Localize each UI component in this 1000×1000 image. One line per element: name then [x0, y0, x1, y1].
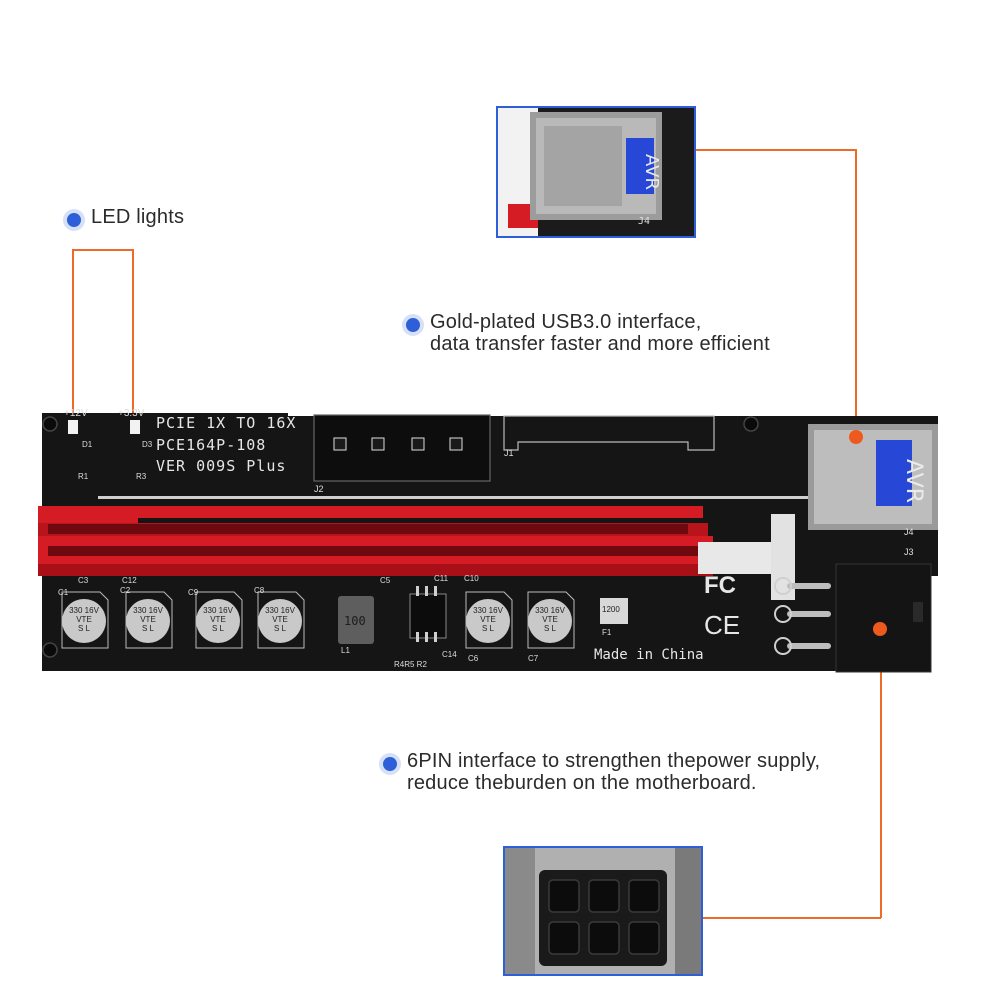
label-fc: FC: [704, 572, 736, 599]
svg-text:AVR: AVR: [641, 154, 662, 190]
label-d3: D3: [142, 440, 153, 449]
label-d1: D1: [82, 440, 93, 449]
label-j1: J1: [504, 448, 514, 458]
label-c14: C14: [442, 650, 457, 659]
board-title-line2: PCE164P-108: [156, 436, 267, 454]
label-cap: C1: [58, 588, 69, 597]
inset-j4-label: J4: [638, 216, 651, 227]
label-j4: J4: [904, 527, 914, 537]
label-12v: +12V: [64, 408, 88, 419]
callout-usb: Gold-plated USB3.0 interface, data trans…: [406, 311, 770, 355]
label-cap: C7: [528, 654, 539, 663]
bullet-icon: [383, 757, 397, 771]
label-ce: CE: [704, 610, 741, 640]
label-cap: C9: [188, 588, 199, 597]
bullet-icon: [406, 318, 420, 332]
label-33v: +3.3V: [118, 408, 145, 419]
usb-leader-horizontal: [694, 149, 856, 151]
label-l1: L1: [341, 646, 350, 655]
label-small-cap: C10: [464, 574, 479, 583]
label-cap: C8: [254, 586, 265, 595]
label-j2: J2: [314, 484, 324, 494]
label-cap: C6: [468, 654, 479, 663]
label-fuse: 1200: [602, 605, 620, 614]
label-r-group: R4R5 R2: [394, 660, 427, 669]
usb-target-dot: [849, 430, 863, 444]
sixpin-leader-horizontal: [700, 917, 881, 919]
sixpin-closeup-inset: [503, 846, 703, 976]
label-made-in: Made in China: [594, 647, 704, 663]
label-f1: F1: [602, 628, 612, 637]
label-small-cap: C3: [78, 576, 89, 585]
board-title-line1: PCIE 1X TO 16X: [156, 414, 297, 432]
callout-usb-line1: Gold-plated USB3.0 interface,: [430, 311, 702, 333]
usb-leader-vertical: [855, 149, 857, 436]
led-leader-right: [132, 249, 134, 425]
sixpin-leader-vertical: [880, 630, 882, 918]
board-title-line3: VER 009S Plus: [156, 457, 287, 475]
label-r1: R1: [78, 472, 89, 481]
callout-6pin-line1: 6PIN interface to strengthen thepower su…: [407, 750, 821, 772]
callout-led: LED lights: [67, 206, 184, 228]
label-small-cap: C12: [122, 576, 137, 585]
led-leader-left: [72, 249, 74, 425]
label-cap: C2: [120, 586, 131, 595]
riser-board: AVR PCIE 1X TO 16X PCE164P-108 VER 009S …: [32, 396, 938, 681]
usb-closeup-inset: AVR J4: [496, 106, 696, 238]
label-small-cap: C5: [380, 576, 391, 585]
label-small-cap: C11: [434, 574, 449, 583]
callout-6pin-line2: reduce theburden on the motherboard.: [407, 772, 757, 794]
callout-usb-line2: data transfer faster and more efficient: [430, 333, 770, 355]
sixpin-target-dot: [873, 622, 887, 636]
callout-led-text: LED lights: [91, 206, 185, 228]
label-r3: R3: [136, 472, 147, 481]
callout-6pin: 6PIN interface to strengthen thepower su…: [383, 750, 820, 794]
led-leader-top: [72, 249, 133, 251]
label-j3: J3: [904, 547, 914, 557]
label-inductor: 100: [344, 614, 366, 628]
svg-text:AVR: AVR: [901, 459, 926, 503]
bullet-icon: [67, 213, 81, 227]
